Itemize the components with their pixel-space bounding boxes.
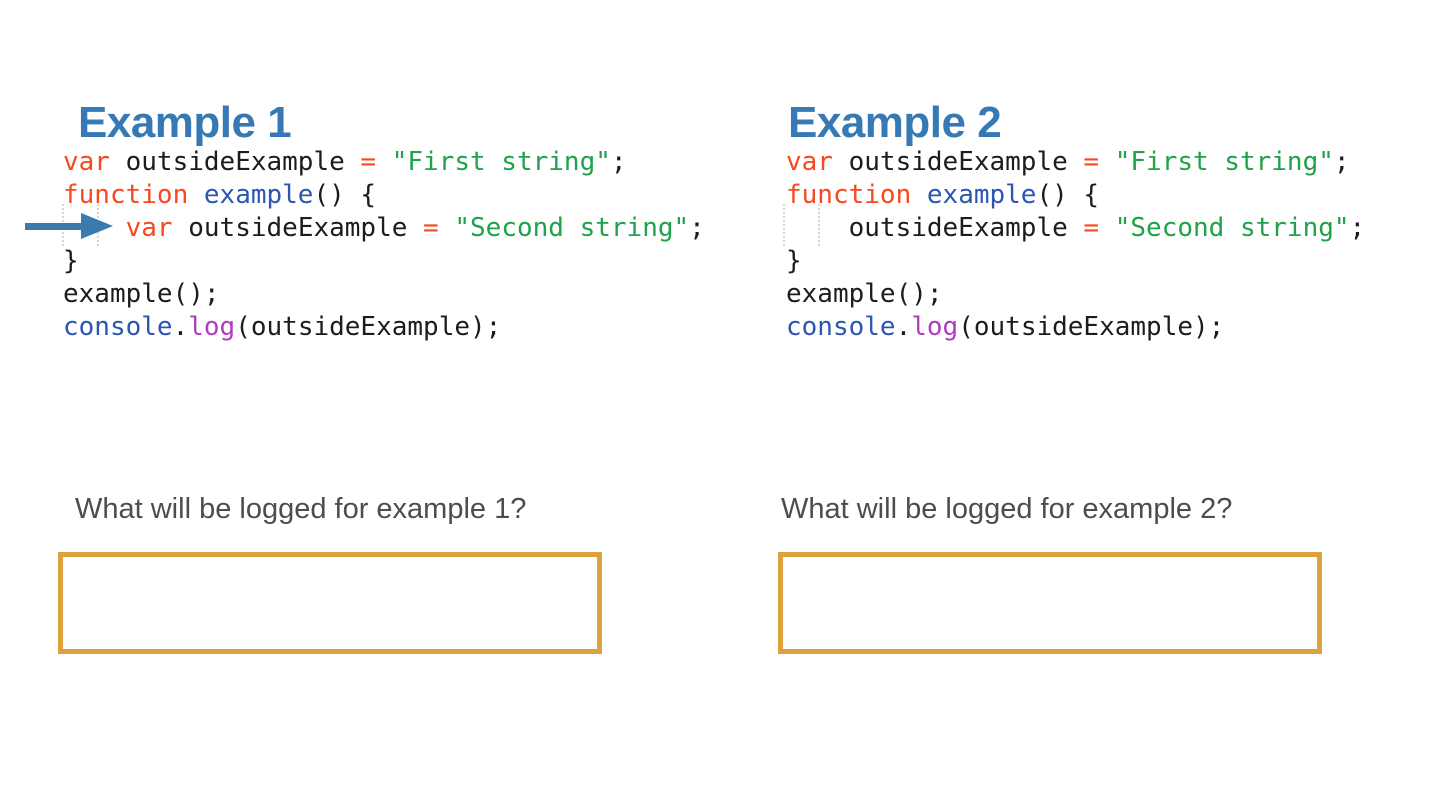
indent-guide [783, 204, 785, 246]
code-line: function example() { [63, 180, 377, 210]
example-1-question: What will be logged for example 1? [75, 493, 527, 525]
example-1-answer-box[interactable] [58, 552, 602, 654]
indent-guide [818, 204, 820, 246]
code-line: console.log(outsideExample); [63, 312, 502, 342]
code-line: example(); [63, 279, 220, 309]
example-2-heading: Example 2 [788, 98, 1002, 148]
code-line: example(); [786, 279, 943, 309]
example-2-answer-box[interactable] [778, 552, 1322, 654]
example-2-question: What will be logged for example 2? [781, 493, 1233, 525]
arrow-icon [25, 213, 113, 239]
code-line: function example() { [786, 180, 1100, 210]
code-line: } [63, 246, 79, 276]
example-1-heading: Example 1 [78, 98, 292, 148]
code-line: var outsideExample = "First string"; [786, 147, 1350, 177]
code-line: var outsideExample = "Second string"; [125, 213, 705, 243]
example-1-code-block: var outsideExample = "First string";func… [63, 146, 705, 344]
code-line: } [786, 246, 802, 276]
example-2-code-block: var outsideExample = "First string";func… [786, 146, 1365, 344]
code-line: var outsideExample = "First string"; [63, 147, 627, 177]
code-line: console.log(outsideExample); [786, 312, 1225, 342]
code-line: outsideExample = "Second string"; [786, 213, 1366, 243]
